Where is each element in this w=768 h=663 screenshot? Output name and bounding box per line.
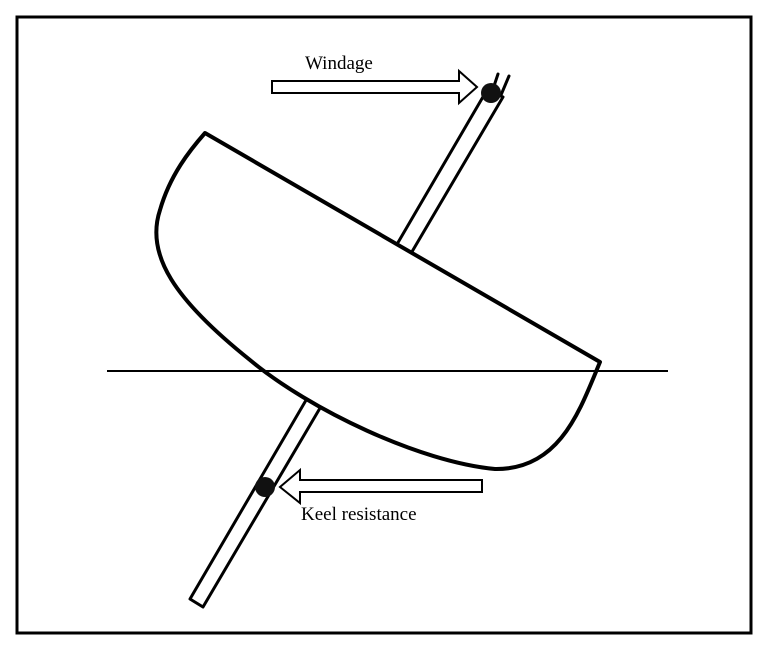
- windage-arrow: [271, 68, 479, 106]
- keel-resistance-point: [255, 477, 275, 497]
- hull: [154, 131, 602, 472]
- windage-point: [481, 83, 501, 103]
- windage-label: Windage: [305, 53, 373, 74]
- keel-resistance-label: Keel resistance: [301, 504, 417, 525]
- keel-resistance-arrow: [278, 467, 483, 506]
